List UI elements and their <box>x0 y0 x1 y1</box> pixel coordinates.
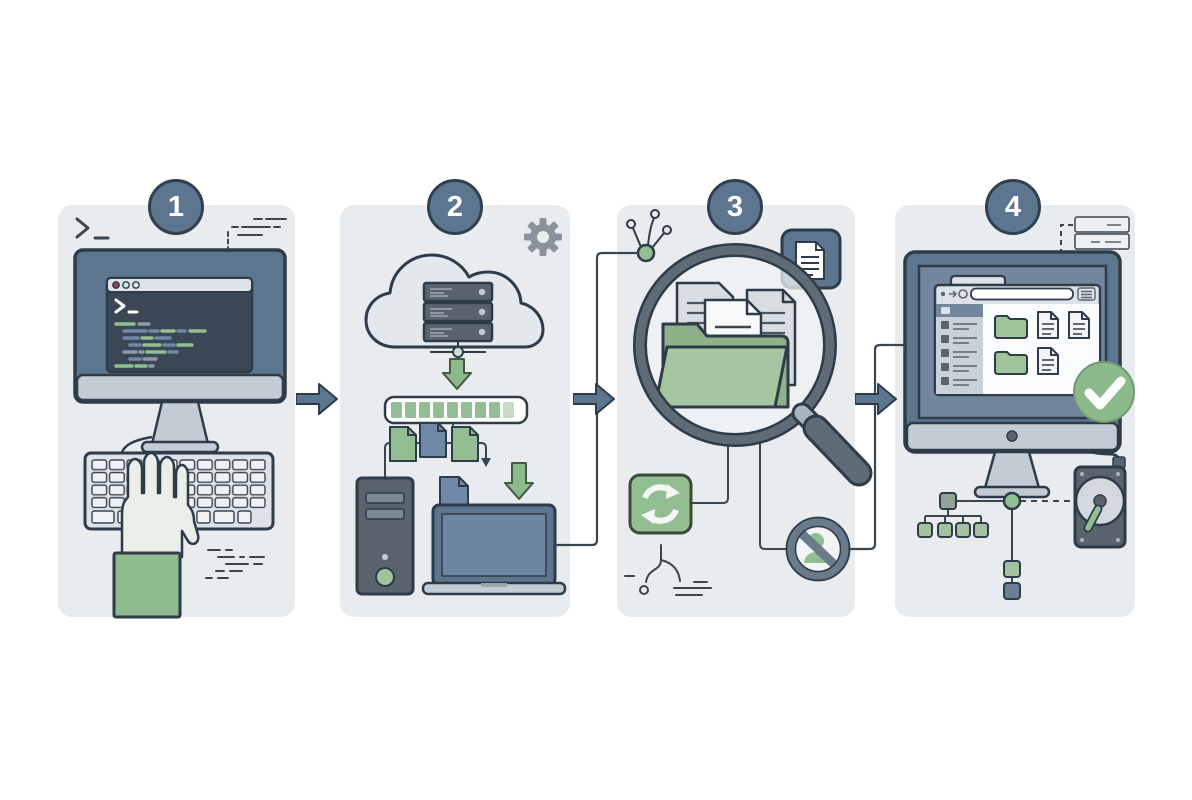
menu-icon <box>1081 290 1092 299</box>
step-3-number: 3 <box>726 190 744 223</box>
step-1-number: 1 <box>167 190 185 223</box>
step-4-badge: 4 <box>985 179 1041 235</box>
tree-leaf-blue <box>1003 582 1021 600</box>
document-icon <box>1068 311 1090 339</box>
download-arrow-icon <box>442 358 472 390</box>
step-3-badge: 3 <box>707 179 763 235</box>
sync-icon <box>628 473 693 535</box>
folder-icon <box>994 351 1028 375</box>
flow-arrow-1-icon <box>296 383 338 415</box>
gear-icon <box>524 218 562 256</box>
step-2-panel <box>340 205 570 617</box>
document-icon <box>1037 347 1059 375</box>
terminal-prompt-icon <box>75 217 110 240</box>
check-badge-icon <box>1073 361 1135 423</box>
monitor-terminal <box>73 248 287 454</box>
browser-toolbar <box>940 287 1096 301</box>
server-card-decoration <box>1060 216 1130 257</box>
dashed-connector <box>1060 224 1073 257</box>
code-lines <box>114 322 207 368</box>
window-dot <box>122 281 130 289</box>
hard-drive-icon <box>1073 456 1127 549</box>
terminal-cursor-prompt <box>114 298 139 314</box>
step-1-badge: 1 <box>148 179 204 235</box>
dash-decoration-bottom <box>205 549 265 579</box>
step-1-panel <box>58 205 295 619</box>
power-button <box>375 567 395 587</box>
file-icons-row <box>389 422 479 462</box>
progress-bar <box>383 395 529 425</box>
green-folder-icon <box>653 322 790 409</box>
document-icon <box>1037 311 1059 339</box>
drive-arm <box>1085 506 1101 531</box>
step-2-number: 2 <box>446 190 464 223</box>
monitor-stand <box>150 400 210 446</box>
server-stack-icon <box>422 281 494 343</box>
no-access-icon <box>785 516 851 582</box>
molecule-node-icon <box>626 209 672 263</box>
step-4-number: 4 <box>1004 190 1022 223</box>
browser-tab <box>949 274 1007 287</box>
sidebar <box>936 304 983 394</box>
step-2-badge: 2 <box>427 179 483 235</box>
file-grid <box>994 311 1090 375</box>
tree-root-node <box>1002 491 1022 511</box>
window-dot-red <box>112 281 120 289</box>
browser-window <box>933 274 1102 397</box>
small-arrowhead <box>481 458 491 467</box>
progress-segment-partial <box>503 402 514 418</box>
monitor-stand-base <box>140 440 220 454</box>
folder-icon <box>994 315 1028 339</box>
folder-tree <box>917 491 1075 600</box>
sleeve <box>112 551 182 619</box>
flow-arrow-2-icon <box>573 383 615 415</box>
ground-decoration <box>624 544 712 596</box>
reload-icon <box>958 289 968 299</box>
flow-arrow-3-icon <box>855 383 897 415</box>
dash-decoration-top <box>227 218 287 254</box>
step-3-panel <box>617 205 873 617</box>
tree-parent-node <box>939 492 957 510</box>
cloud-with-servers <box>364 253 545 358</box>
desktop-tower-icon <box>355 476 415 596</box>
step-4-panel <box>895 205 1135 617</box>
terminal-window <box>105 276 254 374</box>
laptop-icon <box>421 503 567 596</box>
monitor-stand <box>983 450 1041 490</box>
magnifier-over-folder <box>633 243 873 487</box>
magnifier-handle <box>791 402 873 487</box>
inspection-connectors <box>691 437 791 550</box>
window-dot <box>132 281 140 289</box>
typing-hand <box>112 451 200 619</box>
install-arrow-icon <box>504 462 534 500</box>
address-bar <box>970 287 1074 301</box>
network-node <box>452 346 464 358</box>
